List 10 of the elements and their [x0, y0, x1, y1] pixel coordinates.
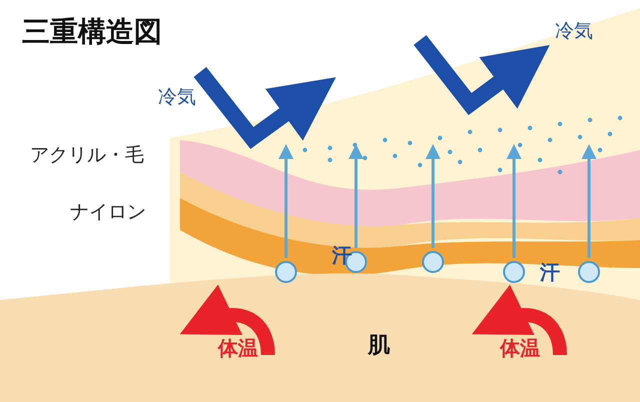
- body-heat-label: 体温: [500, 338, 540, 358]
- layer-label: アクリル・毛: [30, 146, 144, 165]
- cold-air-label: 冷気: [158, 88, 196, 107]
- skin-label: 肌: [368, 335, 390, 357]
- body-heat-label: 体温: [218, 338, 258, 358]
- sweat-label: 汗: [332, 245, 352, 265]
- cold-air-label: 冷気: [555, 22, 593, 41]
- sweat-label: 汗: [540, 262, 560, 282]
- layer-label: ナイロン: [70, 203, 146, 222]
- title: 三重構造図: [22, 18, 162, 46]
